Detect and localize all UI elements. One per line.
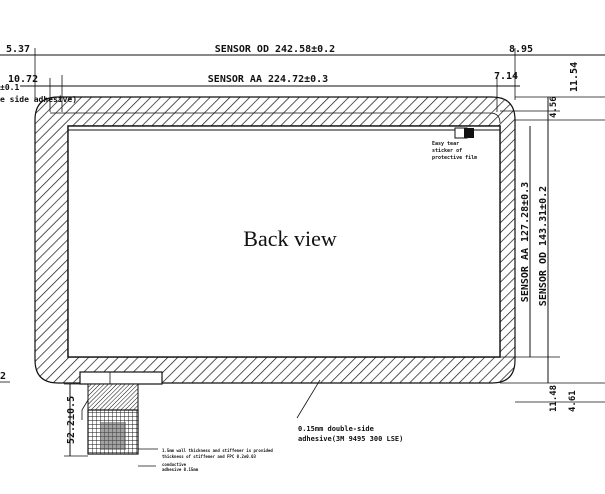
fpc-note-1: 1.5mm wall thickness and stiffener is pr… bbox=[162, 448, 273, 453]
dim-top-inner: 4.56 bbox=[549, 96, 559, 118]
fpc-tail: 52.2±0.5 1.5mm wall thickness and stiffe… bbox=[64, 371, 273, 472]
dim-top-outer: 11.54 bbox=[569, 62, 580, 92]
dim-aa-right-offset: 7.14 bbox=[494, 71, 518, 82]
sticker-note-3: protective film bbox=[432, 155, 477, 161]
dim-fpc-length: 52.2±0.5 bbox=[66, 396, 77, 444]
sticker-note-1: Easy tear bbox=[432, 141, 459, 147]
dim-aa-left-offset: 10.72 bbox=[8, 74, 38, 85]
fpc-note-4: adhesive 0.15mm bbox=[162, 467, 199, 472]
dim-bottom-inner: 11.48 bbox=[549, 385, 559, 412]
adhesive-callout: 0.15mm double-side adhesive(3M 9495 300 … bbox=[296, 379, 403, 443]
easy-tear-sticker: Easy tear sticker of protective film bbox=[432, 127, 477, 161]
fpc-note-2: thickness of stiffener and FPC 0.2±0.03 bbox=[162, 454, 257, 459]
dim-aa-tolerance: ±0.1 bbox=[0, 83, 19, 92]
dim-sensor-od-width: SENSOR OD 242.58±0.2 bbox=[215, 44, 335, 55]
adhesive-label: e side adhesive) bbox=[0, 94, 77, 104]
dim-bottom-outer: 4.61 bbox=[568, 390, 578, 412]
dim-sensor-od-height: SENSOR OD 143.31±0.2 bbox=[538, 186, 549, 306]
dim-sensor-aa-height: SENSOR AA 127.28±0.3 bbox=[520, 182, 531, 302]
fpc-note-3: conductive bbox=[162, 462, 187, 467]
sensor-outline bbox=[34, 96, 516, 384]
adhesive-note-2: adhesive(3M 9495 300 LSE) bbox=[298, 435, 403, 443]
right-dimensions: SENSOR AA 127.28±0.3 SENSOR OD 143.31±0.… bbox=[500, 62, 605, 412]
bottom-marker: 2 bbox=[0, 371, 6, 382]
top-dimensions: 5.37 SENSOR OD 242.58±0.2 8.95 10.72 ±0.… bbox=[0, 44, 605, 112]
view-title: Back view bbox=[243, 226, 337, 251]
adhesive-note-1: 0.15mm double-side bbox=[298, 425, 374, 433]
dim-right-offset: 8.95 bbox=[509, 44, 533, 55]
dim-sensor-aa-width: SENSOR AA 224.72±0.3 bbox=[208, 74, 328, 85]
dim-left-offset: 5.37 bbox=[6, 44, 30, 55]
sticker-note-2: sticker of bbox=[432, 148, 462, 154]
